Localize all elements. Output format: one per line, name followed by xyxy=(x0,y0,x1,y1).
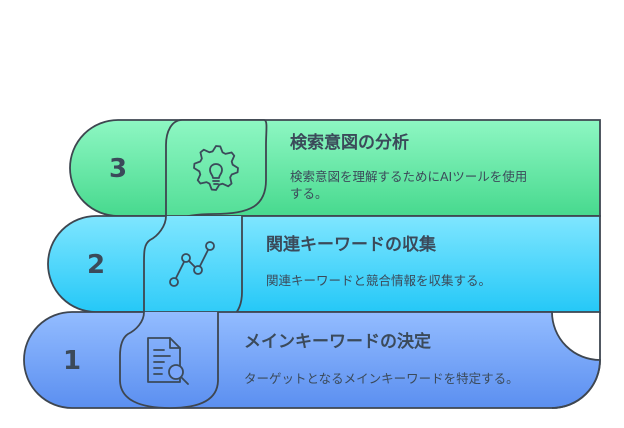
step-2-title: 関連キーワードの収集 xyxy=(266,234,437,255)
step-2: 2 関連キーワードの収集 関連キーワードと競合情報を収集する。 xyxy=(47,215,601,327)
step-2-number: 2 xyxy=(87,250,105,280)
step-1-desc: ターゲットとなるメインキーワードを特定する。 xyxy=(244,371,519,386)
step-2-icon-tab xyxy=(143,215,243,327)
step-3-desc-line-1: 検索意図を理解するためにAIツールを使用 xyxy=(290,169,527,184)
step-3: 3 検索意図の分析 検索意図を理解するためにAIツールを使用 する。 xyxy=(69,119,601,237)
step-2-desc: 関連キーワードと競合情報を収集する。 xyxy=(266,273,491,288)
step-1-number: 1 xyxy=(63,346,81,376)
step-1-band xyxy=(23,311,601,409)
step-3-title: 検索意図の分析 xyxy=(290,132,409,153)
step-1-icon-tab xyxy=(119,311,219,409)
line-chart-icon xyxy=(169,241,215,287)
step-1: 1 メインキーワードの決定 ターゲットとなるメインキーワードを特定する。 xyxy=(23,311,601,409)
step-3-number: 3 xyxy=(109,154,127,184)
gear-lightbulb-icon xyxy=(193,145,239,191)
step-2-band xyxy=(47,215,601,313)
step-1-title: メインキーワードの決定 xyxy=(244,331,431,352)
step-3-desc-line-2: する。 xyxy=(290,186,328,201)
step-1-band-right-edge xyxy=(551,312,601,409)
document-search-icon xyxy=(147,337,189,385)
